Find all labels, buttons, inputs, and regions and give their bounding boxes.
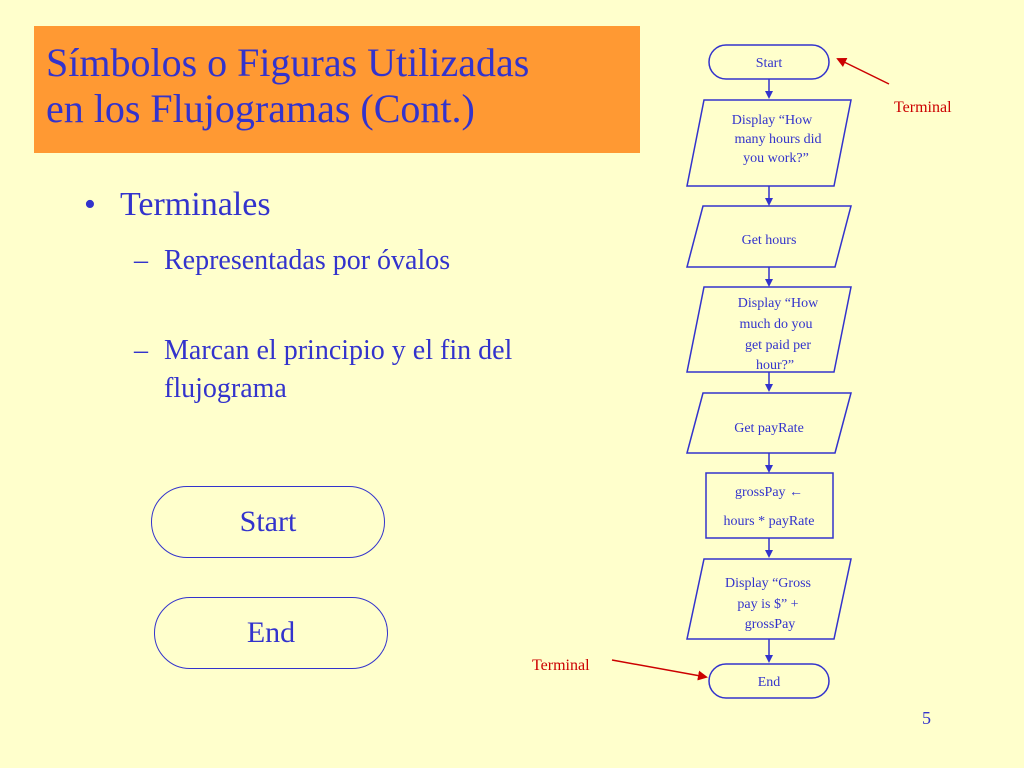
- node-label: grossPay ←: [735, 485, 803, 500]
- node-label: you work?”: [743, 151, 809, 166]
- end-terminal-oval: End: [154, 597, 388, 669]
- node-label: End: [758, 675, 781, 690]
- title-line-1: Símbolos o Figuras Utilizadas: [46, 40, 530, 85]
- terminal-shape: [708, 663, 830, 699]
- node-label: Get hours: [742, 233, 797, 248]
- node-label: get paid per: [745, 338, 811, 353]
- flow-node-display-pay: Display “How much do you get paid per ho…: [686, 286, 852, 373]
- node-label: many hours did: [734, 132, 821, 147]
- node-label: pay is $” +: [737, 597, 798, 612]
- node-label: Display “Gross: [725, 576, 811, 591]
- flow-node-display-gross: Display “Gross pay is $” + grossPay: [686, 558, 852, 640]
- io-parallelogram: [686, 205, 852, 268]
- annotation-terminal-top: Terminal: [836, 58, 952, 116]
- process-rectangle: [705, 472, 834, 539]
- slide-title: Símbolos o Figuras Utilizadas en los Flu…: [34, 26, 640, 153]
- node-label: Get payRate: [734, 421, 804, 436]
- node-label: Display “How: [738, 296, 819, 311]
- title-line-2: en los Flujogramas (Cont.): [46, 86, 475, 131]
- node-label: much do you: [739, 317, 812, 332]
- io-parallelogram: [686, 286, 852, 373]
- sub-bullet-marker: –: [134, 245, 148, 276]
- annotation-arrow: [611, 659, 708, 681]
- page-number: 5: [922, 708, 931, 728]
- bullet-text: Terminales: [120, 186, 271, 223]
- sub-bullet-marker: –: [134, 335, 148, 366]
- annotation-label: Terminal: [532, 657, 590, 674]
- annotation-label: Terminal: [894, 99, 952, 116]
- flow-node-end: End: [708, 663, 830, 699]
- start-terminal-label: Start: [239, 505, 297, 538]
- bullet-marker: •: [84, 186, 96, 223]
- end-terminal-label: End: [246, 616, 296, 649]
- start-terminal-oval: Start: [151, 486, 385, 558]
- io-parallelogram: [686, 392, 852, 454]
- annotation-terminal-bottom: Terminal: [532, 657, 708, 681]
- io-parallelogram: [686, 558, 852, 640]
- terminal-shape: [708, 44, 830, 80]
- node-label: Display “How: [732, 113, 813, 128]
- flow-node-start: Start: [708, 44, 830, 80]
- sub-bullet-text: Marcan el principio y el fin del flujogr…: [164, 335, 513, 404]
- flow-node-get-hours: Get hours: [686, 205, 852, 268]
- io-parallelogram: [686, 99, 852, 187]
- flow-node-display-hours: Display “How many hours did you work?”: [686, 99, 852, 187]
- node-label: hours * payRate: [724, 514, 815, 529]
- flow-node-get-payrate: Get payRate: [686, 392, 852, 454]
- node-label: grossPay: [745, 617, 796, 632]
- node-label: Start: [756, 56, 783, 71]
- sub-bullet-text: Representadas por óvalos: [164, 245, 451, 276]
- node-label: hour?”: [756, 358, 794, 373]
- annotation-arrow: [836, 58, 890, 85]
- flow-node-compute: grossPay ← hours * payRate: [705, 472, 834, 539]
